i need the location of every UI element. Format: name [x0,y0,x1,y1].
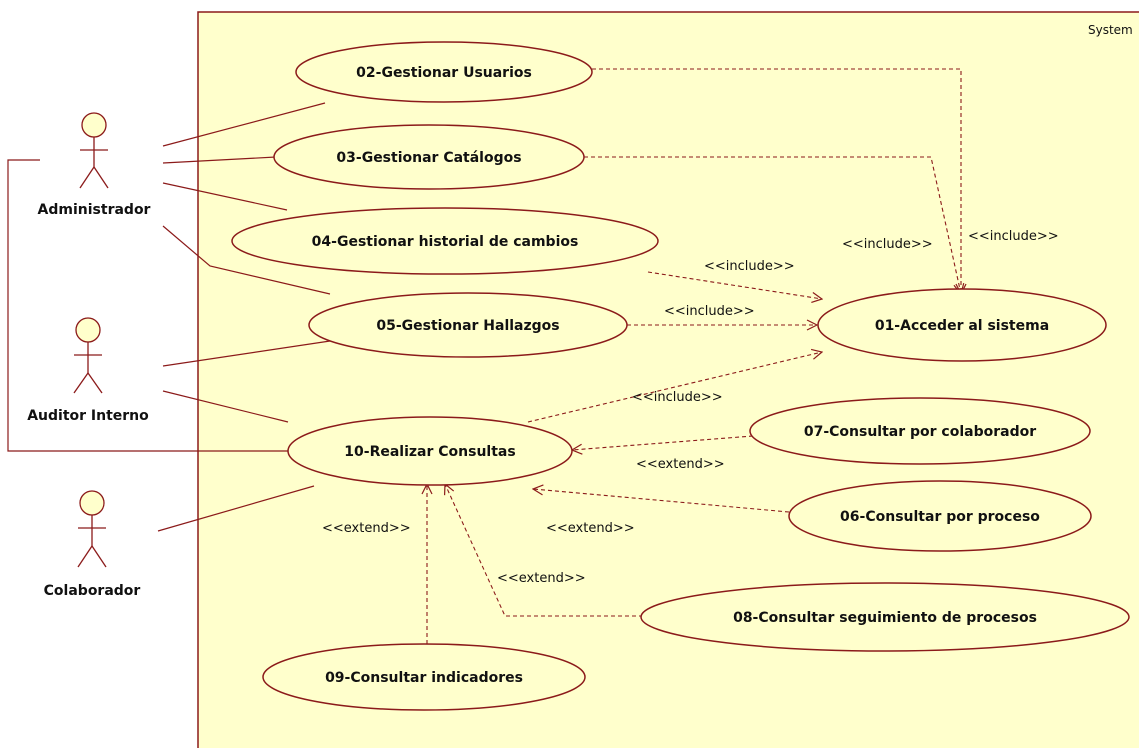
actor-colaborador[interactable]: Colaborador [44,490,141,599]
include-uc03-uc01 [584,156,961,294]
actor-auditor-interno[interactable]: Auditor Interno [27,317,149,424]
label-include-uc10: <<include>> [632,390,723,405]
assoc-admin-uc05 [162,225,331,295]
use-case-label: 09-Consultar indicadores [325,670,523,686]
use-case-04[interactable]: 04-Gestionar historial de cambios [231,207,659,275]
extend-uc06-uc10 [533,489,790,513]
actor-label: Administrador [38,202,151,218]
assoc-admin-uc03 [162,156,277,164]
include-uc02-uc01 [592,68,961,294]
assoc-admin-uc04 [162,182,288,211]
assoc-auditor-uc05 [162,340,331,367]
stereotype-labels: <<include>> <<include>> <<include>> <<in… [322,229,1059,586]
use-case-label: 10-Realizar Consultas [344,444,515,460]
use-case-label: 02-Gestionar Usuarios [356,65,532,81]
use-case-label: 01-Acceder al sistema [875,318,1049,334]
assoc-admin-uc02 [162,102,326,147]
label-include-uc05: <<include>> [664,304,755,319]
label-include-uc04: <<include>> [704,259,795,274]
stick-figure-icon [79,112,109,189]
label-extend-uc08: <<extend>> [497,571,586,586]
use-case-02[interactable]: 02-Gestionar Usuarios [295,41,593,103]
use-case-label: 05-Gestionar Hallazgos [376,318,559,334]
use-case-01[interactable]: 01-Acceder al sistema [817,288,1107,362]
use-case-03[interactable]: 03-Gestionar Catálogos [273,124,585,190]
extend-uc07-uc10 [572,435,754,450]
actor-label: Colaborador [44,583,141,599]
use-case-label: 04-Gestionar historial de cambios [312,234,579,250]
assoc-auditor-uc10 [162,390,289,423]
stick-figure-icon [73,317,103,394]
use-case-05[interactable]: 05-Gestionar Hallazgos [308,292,628,358]
use-case-07[interactable]: 07-Consultar por colaborador [749,397,1091,465]
use-case-label: 08-Consultar seguimiento de procesos [733,610,1037,626]
associations [7,102,331,532]
use-case-label: 06-Consultar por proceso [840,509,1040,525]
extend-uc08-uc10 [445,484,643,617]
use-case-label: 07-Consultar por colaborador [804,424,1036,440]
actor-label: Auditor Interno [27,408,149,424]
label-extend-uc07: <<extend>> [636,457,725,472]
label-extend-uc06: <<extend>> [546,521,635,536]
include-uc04-uc01 [647,271,822,299]
assoc-colaborador-uc10 [157,485,315,532]
include-uc10-uc01 [527,352,822,423]
stick-figure-icon [77,490,107,568]
dependencies [427,68,961,644]
use-case-08[interactable]: 08-Consultar seguimiento de procesos [640,582,1130,652]
label-include-uc02: <<include>> [968,229,1059,244]
use-case-06[interactable]: 06-Consultar por proceso [788,480,1092,552]
use-case-10[interactable]: 10-Realizar Consultas [287,416,573,486]
label-extend-uc09: <<extend>> [322,521,411,536]
actor-administrador[interactable]: Administrador [38,112,151,218]
system-label: System [1088,23,1133,37]
label-include-uc03: <<include>> [842,237,933,252]
use-case-09[interactable]: 09-Consultar indicadores [262,643,586,711]
assoc-admin-uc10 [7,159,288,452]
use-case-label: 03-Gestionar Catálogos [336,150,521,166]
